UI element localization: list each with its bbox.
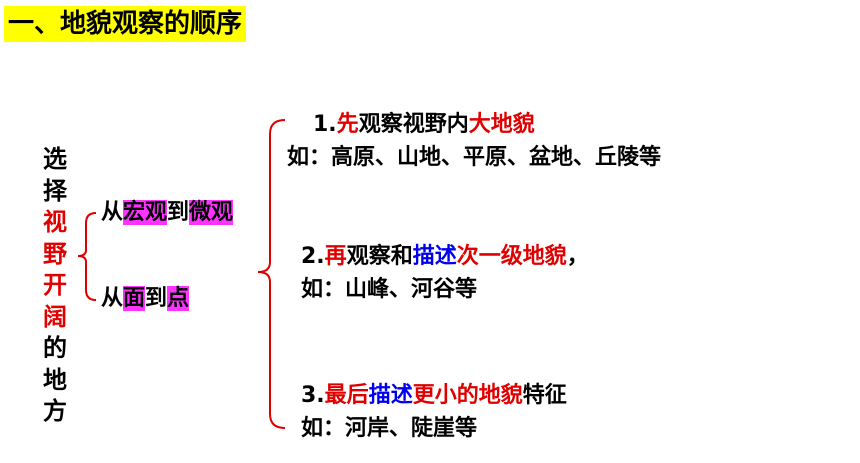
vertical-char: 择 (43, 176, 67, 205)
step-2-heading: 2.再观察和描述次一级地貌， (301, 244, 589, 269)
step-3-heading: 3.最后描述更小的地貌特征 (301, 383, 567, 408)
vertical-char: 地 (43, 365, 67, 394)
vertical-char: 阔 (43, 302, 67, 331)
step-3-example: 如：河岸、陡崖等 (301, 416, 478, 441)
vertical-char: 选 (43, 145, 67, 173)
vertical-char: 的 (43, 334, 67, 362)
vertical-char: 野 (43, 239, 67, 268)
right-bracket (257, 119, 286, 429)
vertical-char: 视 (43, 208, 67, 236)
left-bracket (77, 212, 97, 301)
branch-macro-to-micro: 从宏观到微观 (101, 200, 234, 225)
branch-area-to-point: 从面到点 (101, 286, 190, 311)
page-title: 一、地貌观察的顺序 (4, 6, 247, 42)
step-2-example: 如：山峰、河谷等 (301, 277, 478, 302)
vertical-char: 方 (43, 397, 67, 425)
step-1-example: 如：高原、山地、平原、盆地、丘陵等 (287, 145, 662, 170)
step-1-heading: 1.先观察视野内大地貌 (313, 112, 535, 137)
vertical-char: 开 (43, 271, 67, 299)
vertical-label: 选 择 视 野 开 阔 的 地 方 (40, 144, 70, 428)
